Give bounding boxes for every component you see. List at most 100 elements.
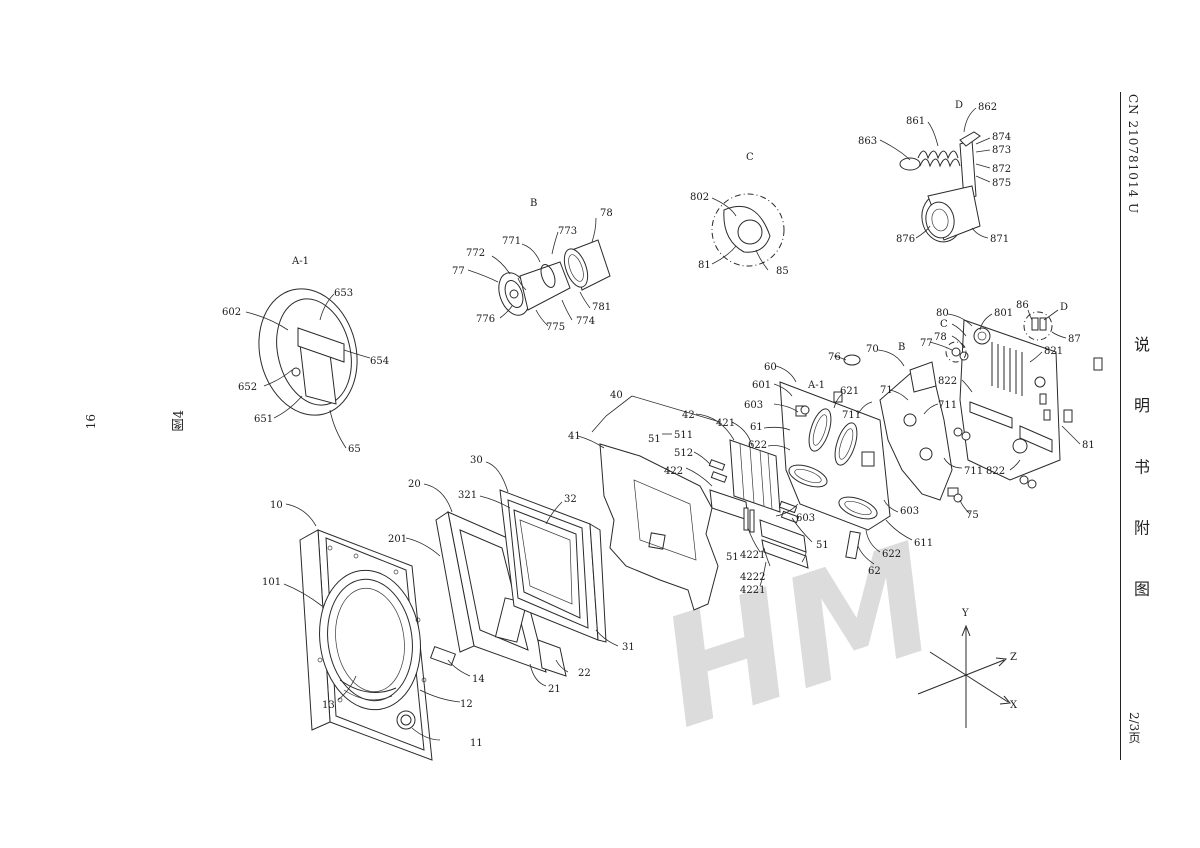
detail-title-c: C: [746, 152, 754, 163]
detail-a1-view: [258, 288, 358, 416]
label-622-a: 622: [748, 440, 767, 451]
label-862: 862: [978, 102, 997, 113]
label-512: 512: [674, 448, 693, 459]
label-603-b: 603: [796, 513, 815, 524]
label-12: 12: [460, 699, 473, 710]
label-a1-main: A-1: [807, 380, 825, 391]
label-60: 60: [764, 362, 777, 373]
label-51-a: 51: [648, 434, 661, 445]
label-85: 85: [776, 266, 789, 277]
label-611: 611: [914, 538, 933, 549]
label-821: 821: [1044, 346, 1063, 357]
label-321: 321: [458, 490, 477, 501]
label-41: 41: [568, 431, 581, 442]
part-20-holder-plate: [435, 511, 567, 677]
label-87: 87: [1068, 334, 1081, 345]
axis-x-label: X: [1010, 700, 1018, 711]
label-75: 75: [966, 510, 979, 521]
label-801: 801: [994, 308, 1013, 319]
label-802: 802: [690, 192, 709, 203]
label-81-c: 81: [698, 260, 711, 271]
label-76: 76: [828, 352, 841, 363]
label-22: 22: [578, 668, 591, 679]
detail-title-b: B: [530, 198, 537, 209]
label-32: 32: [564, 494, 577, 505]
label-51-b: 51: [726, 552, 739, 563]
part-80-back-plate: [959, 319, 1061, 481]
part-42-strip-set: [709, 439, 809, 569]
part-41-base-plate: [599, 443, 719, 611]
detail-d-view: [899, 131, 981, 243]
label-652: 652: [238, 382, 257, 393]
label-31: 31: [622, 642, 635, 653]
reference-labels: 10 101 11 12 13 14 20 201 21 22 30 31 32…: [222, 100, 1095, 749]
label-86: 86: [1016, 300, 1029, 311]
label-863: 863: [858, 136, 877, 147]
label-711-c: 711: [964, 466, 983, 477]
axis-y-label: Y: [961, 608, 969, 619]
label-781: 781: [592, 302, 611, 313]
label-13: 13: [322, 700, 335, 711]
label-621: 621: [840, 386, 859, 397]
label-711-a: 711: [842, 410, 861, 421]
label-78-b: 78: [600, 208, 613, 219]
detail-c-view: [711, 193, 785, 267]
label-422-upper: 422: [664, 466, 683, 477]
label-772: 772: [466, 248, 485, 259]
label-874: 874: [992, 132, 1011, 143]
label-77-b: 77: [452, 266, 465, 277]
label-872: 872: [992, 164, 1011, 175]
label-77-main: 77: [920, 338, 933, 349]
label-603-a: 603: [744, 400, 763, 411]
label-11: 11: [470, 738, 483, 749]
label-42: 42: [682, 410, 695, 421]
label-4222: 4222: [740, 572, 765, 583]
page-number: 16: [84, 414, 98, 430]
detail-circle-d: [1023, 311, 1053, 341]
label-101: 101: [262, 577, 281, 588]
part-10-mount-frame: [299, 529, 457, 761]
label-10: 10: [270, 500, 283, 511]
label-651: 651: [254, 414, 273, 425]
detail-title-a1: A-1: [291, 256, 309, 267]
detail-b-view: [498, 239, 611, 316]
label-61: 61: [750, 422, 763, 433]
detail-circle-b: [945, 341, 967, 363]
label-421: 421: [716, 418, 735, 429]
small-hardware: [833, 347, 1103, 503]
leader-lines: [245, 107, 1081, 741]
patent-number: CN 210781014 U: [1126, 94, 1140, 215]
label-20: 20: [408, 479, 421, 490]
part-51-spacers: [708, 459, 800, 524]
label-65: 65: [348, 444, 361, 455]
label-78-main: 78: [934, 332, 947, 343]
label-70: 70: [866, 344, 879, 355]
label-71: 71: [880, 385, 893, 396]
label-b-main: B: [898, 342, 905, 353]
label-21: 21: [548, 684, 561, 695]
part-60-slotted-plate: [779, 381, 891, 560]
label-774: 774: [576, 316, 595, 327]
page-count: 2/3页: [1127, 712, 1141, 744]
label-4221-b: 4221: [740, 585, 765, 596]
detail-title-d: D: [955, 100, 963, 111]
label-622-b: 622: [882, 549, 901, 560]
label-d-main: D: [1060, 302, 1068, 313]
label-871: 871: [990, 234, 1009, 245]
label-c-main: C: [940, 319, 948, 330]
label-62: 62: [868, 566, 881, 577]
label-711-b: 711: [938, 400, 957, 411]
label-80: 80: [936, 308, 949, 319]
label-876: 876: [896, 234, 915, 245]
label-873: 873: [992, 145, 1011, 156]
figure-label: 图4: [172, 410, 187, 432]
label-201: 201: [388, 534, 407, 545]
part-30-filter-module: [499, 489, 607, 643]
label-511: 511: [674, 430, 693, 441]
label-4221-a: 4221: [740, 550, 765, 561]
axis-z-label: Z: [1010, 652, 1017, 663]
label-773: 773: [558, 226, 577, 237]
label-602: 602: [222, 307, 241, 318]
coordinate-axes: Y Z X: [917, 608, 1018, 728]
